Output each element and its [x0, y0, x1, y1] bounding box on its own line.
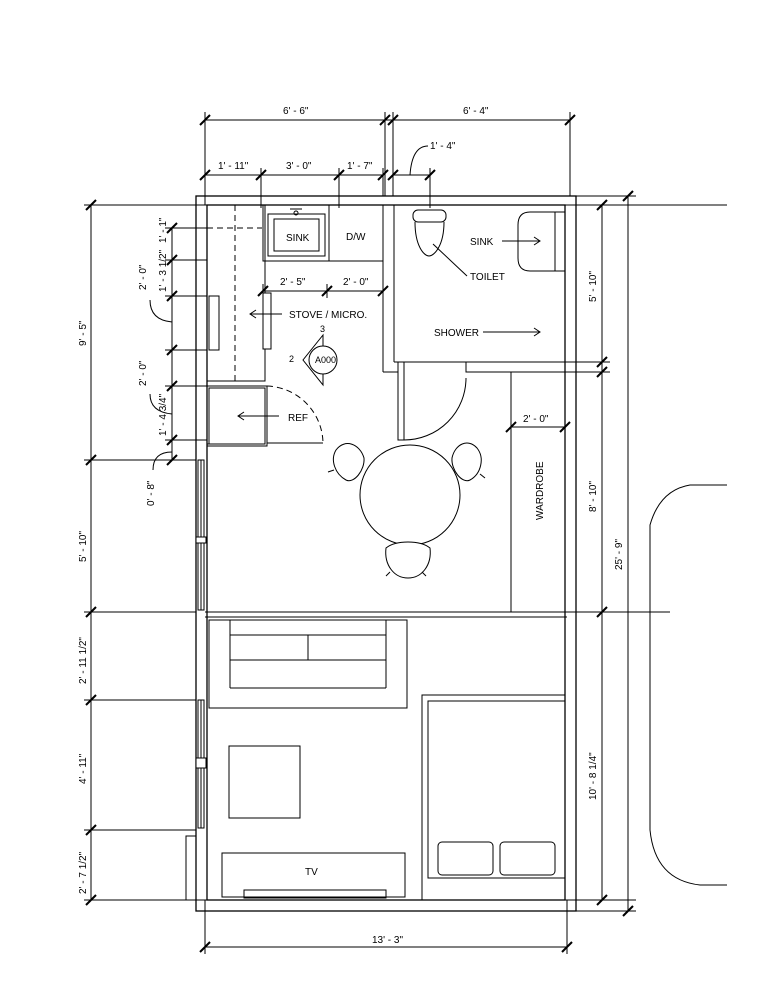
- dim-9-5: 9' - 5": [78, 320, 89, 346]
- wardrobe-label: WARDROBE: [535, 461, 546, 520]
- dim-4-11: 4' - 11": [78, 753, 89, 784]
- dimension-right: 5' - 10" 8' - 10" 10' - 8 1/4" 25' - 9": [565, 190, 727, 917]
- tv-stand: TV: [221, 852, 406, 899]
- dim-sink-width: 3' - 0": [286, 161, 312, 172]
- shower-label: SHOWER: [434, 328, 479, 339]
- tv-label: TV: [305, 867, 318, 878]
- dim-1-11: 1' - 11": [218, 161, 249, 172]
- view-tag: A000 3 2: [289, 324, 338, 387]
- ref-label: REF: [288, 413, 308, 424]
- bath-sink-label: SINK: [470, 237, 494, 248]
- view-number-left: 2: [289, 354, 294, 364]
- dimension-bottom: 13' - 3": [199, 900, 573, 954]
- dining-table: [327, 442, 486, 579]
- dim-5-10-right: 5' - 10": [588, 271, 599, 302]
- kitchen: [206, 204, 266, 445]
- dim-0-8: 0' - 8": [146, 480, 157, 506]
- dim-counter-2-0: 2' - 0": [343, 277, 369, 288]
- view-tag-number: A000: [315, 355, 336, 365]
- dimension-left: 9' - 5" 5' - 10" 2' - 11 1/2" 4' - 11" 2…: [78, 199, 207, 906]
- dim-10-8-quarter: 10' - 8 1/4": [588, 752, 599, 800]
- dim-1-3-half: 1' - 3 1/2": [158, 249, 169, 292]
- wardrobe: WARDROBE: [510, 371, 566, 613]
- dim-2-7-half: 2' - 7 1/2": [78, 851, 89, 894]
- dim-wardrobe-depth: 2' - 0": [523, 414, 549, 425]
- window-left-lower: [195, 699, 207, 829]
- toilet-label: TOILET: [470, 272, 505, 283]
- dim-1-1: 1' - 1": [158, 217, 169, 243]
- counter-top: SINK D/W: [262, 204, 384, 262]
- dim-25-9: 25' - 9": [614, 539, 625, 570]
- coffee-table: [228, 745, 301, 819]
- bed: [421, 694, 566, 901]
- window-left-upper: [195, 459, 207, 611]
- sofa: [208, 619, 408, 709]
- dim-8-10: 8' - 10": [588, 481, 599, 512]
- stove-label: STOVE / MICRO.: [289, 310, 367, 321]
- toilet: TOILET: [412, 209, 505, 283]
- dishwasher-label: D/W: [346, 232, 366, 243]
- stove: STOVE / MICRO.: [249, 292, 367, 350]
- tv-nook-wall: [185, 835, 196, 901]
- path-outline: [649, 484, 727, 886]
- dim-wall-offset: 1' - 4": [430, 141, 456, 152]
- dim-top-left: 6' - 6": [283, 106, 309, 117]
- dim-top-right: 6' - 4": [463, 106, 489, 117]
- dim-2-11-half: 2' - 11 1/2": [78, 637, 89, 684]
- dimension-top: 6' - 6" 6' - 4" 1' - 11" 3' - 0" 1' - 7"…: [199, 106, 576, 433]
- dim-5-10-left: 5' - 10": [78, 531, 89, 562]
- bath-sink: SINK: [470, 211, 566, 272]
- view-number-top: 3: [320, 324, 325, 334]
- dim-1-7: 1' - 7": [347, 161, 373, 172]
- kitchen-sink-label: SINK: [286, 233, 310, 244]
- dim-counter-2-5: 2' - 5": [280, 277, 306, 288]
- shower: SHOWER: [434, 327, 541, 339]
- dim-2-0-a: 2' - 0": [138, 264, 149, 290]
- dim-1-4-34: 1' - 4 3/4": [158, 393, 169, 436]
- dim-2-0-b: 2' - 0": [138, 360, 149, 386]
- refrigerator: REF: [206, 385, 324, 447]
- dim-13-3: 13' - 3": [372, 935, 403, 946]
